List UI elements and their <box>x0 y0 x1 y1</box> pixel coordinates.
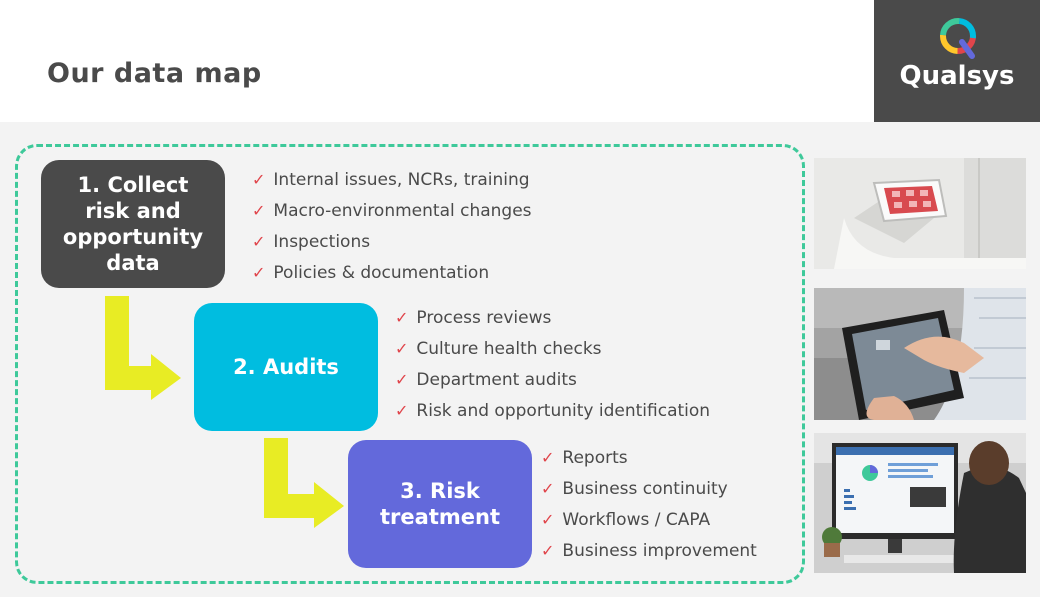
list-item: ✓Policies & documentation <box>252 263 490 283</box>
check-icon: ✓ <box>252 263 266 282</box>
step-label: 1. Collect <box>77 173 189 197</box>
dashboard-photo <box>814 433 1026 573</box>
step-label: treatment <box>380 505 500 529</box>
step-risk-treatment: 3. Risk treatment <box>348 440 532 568</box>
logo-text: Qualsys <box>899 61 1015 91</box>
list-item: ✓Business improvement <box>541 541 757 561</box>
list-item: ✓Process reviews <box>395 308 552 328</box>
list-item: ✓Macro-environmental changes <box>252 201 532 221</box>
collect-data-list: ✓Internal issues, NCRs, training ✓Macro-… <box>252 164 532 288</box>
check-icon: ✓ <box>395 308 409 327</box>
list-item: ✓Workflows / CAPA <box>541 510 711 530</box>
step-label: 2. Audits <box>233 355 339 379</box>
step-label: opportunity <box>62 225 204 249</box>
check-icon: ✓ <box>395 339 409 358</box>
step-label: 3. Risk <box>400 479 480 503</box>
data-map-frame <box>15 144 805 584</box>
check-icon: ✓ <box>541 541 555 560</box>
step-label: risk and <box>85 199 181 223</box>
list-item: ✓Department audits <box>395 370 577 390</box>
audits-list: ✓Process reviews ✓Culture health checks … <box>395 302 710 426</box>
check-icon: ✓ <box>252 170 266 189</box>
arrow-step1-to-step2 <box>105 296 181 400</box>
check-icon: ✓ <box>252 232 266 251</box>
check-icon: ✓ <box>395 370 409 389</box>
step-collect-data: 1. Collect risk and opportunity data <box>41 160 225 288</box>
check-icon: ✓ <box>541 510 555 529</box>
step-label: data <box>106 251 160 275</box>
header-bar <box>0 0 1040 122</box>
risk-treatment-list: ✓Reports ✓Business continuity ✓Workflows… <box>541 442 757 566</box>
check-icon: ✓ <box>395 401 409 420</box>
list-item: ✓Inspections <box>252 232 371 252</box>
qualsys-logo: Qualsys <box>874 0 1040 122</box>
check-icon: ✓ <box>541 448 555 467</box>
list-item: ✓Internal issues, NCRs, training <box>252 170 530 190</box>
check-icon: ✓ <box>252 201 266 220</box>
list-item: ✓Business continuity <box>541 479 728 499</box>
check-icon: ✓ <box>541 479 555 498</box>
kiosk-photo <box>814 158 1026 269</box>
qualsys-q-icon <box>940 18 976 59</box>
page-title: Our data map <box>47 58 262 89</box>
list-item: ✓Risk and opportunity identification <box>395 401 711 421</box>
arrow-step2-to-step3 <box>264 438 344 528</box>
list-item: ✓Reports <box>541 448 628 468</box>
list-item: ✓Culture health checks <box>395 339 602 359</box>
step-audits: 2. Audits <box>194 303 378 431</box>
tablet-photo <box>814 288 1026 420</box>
